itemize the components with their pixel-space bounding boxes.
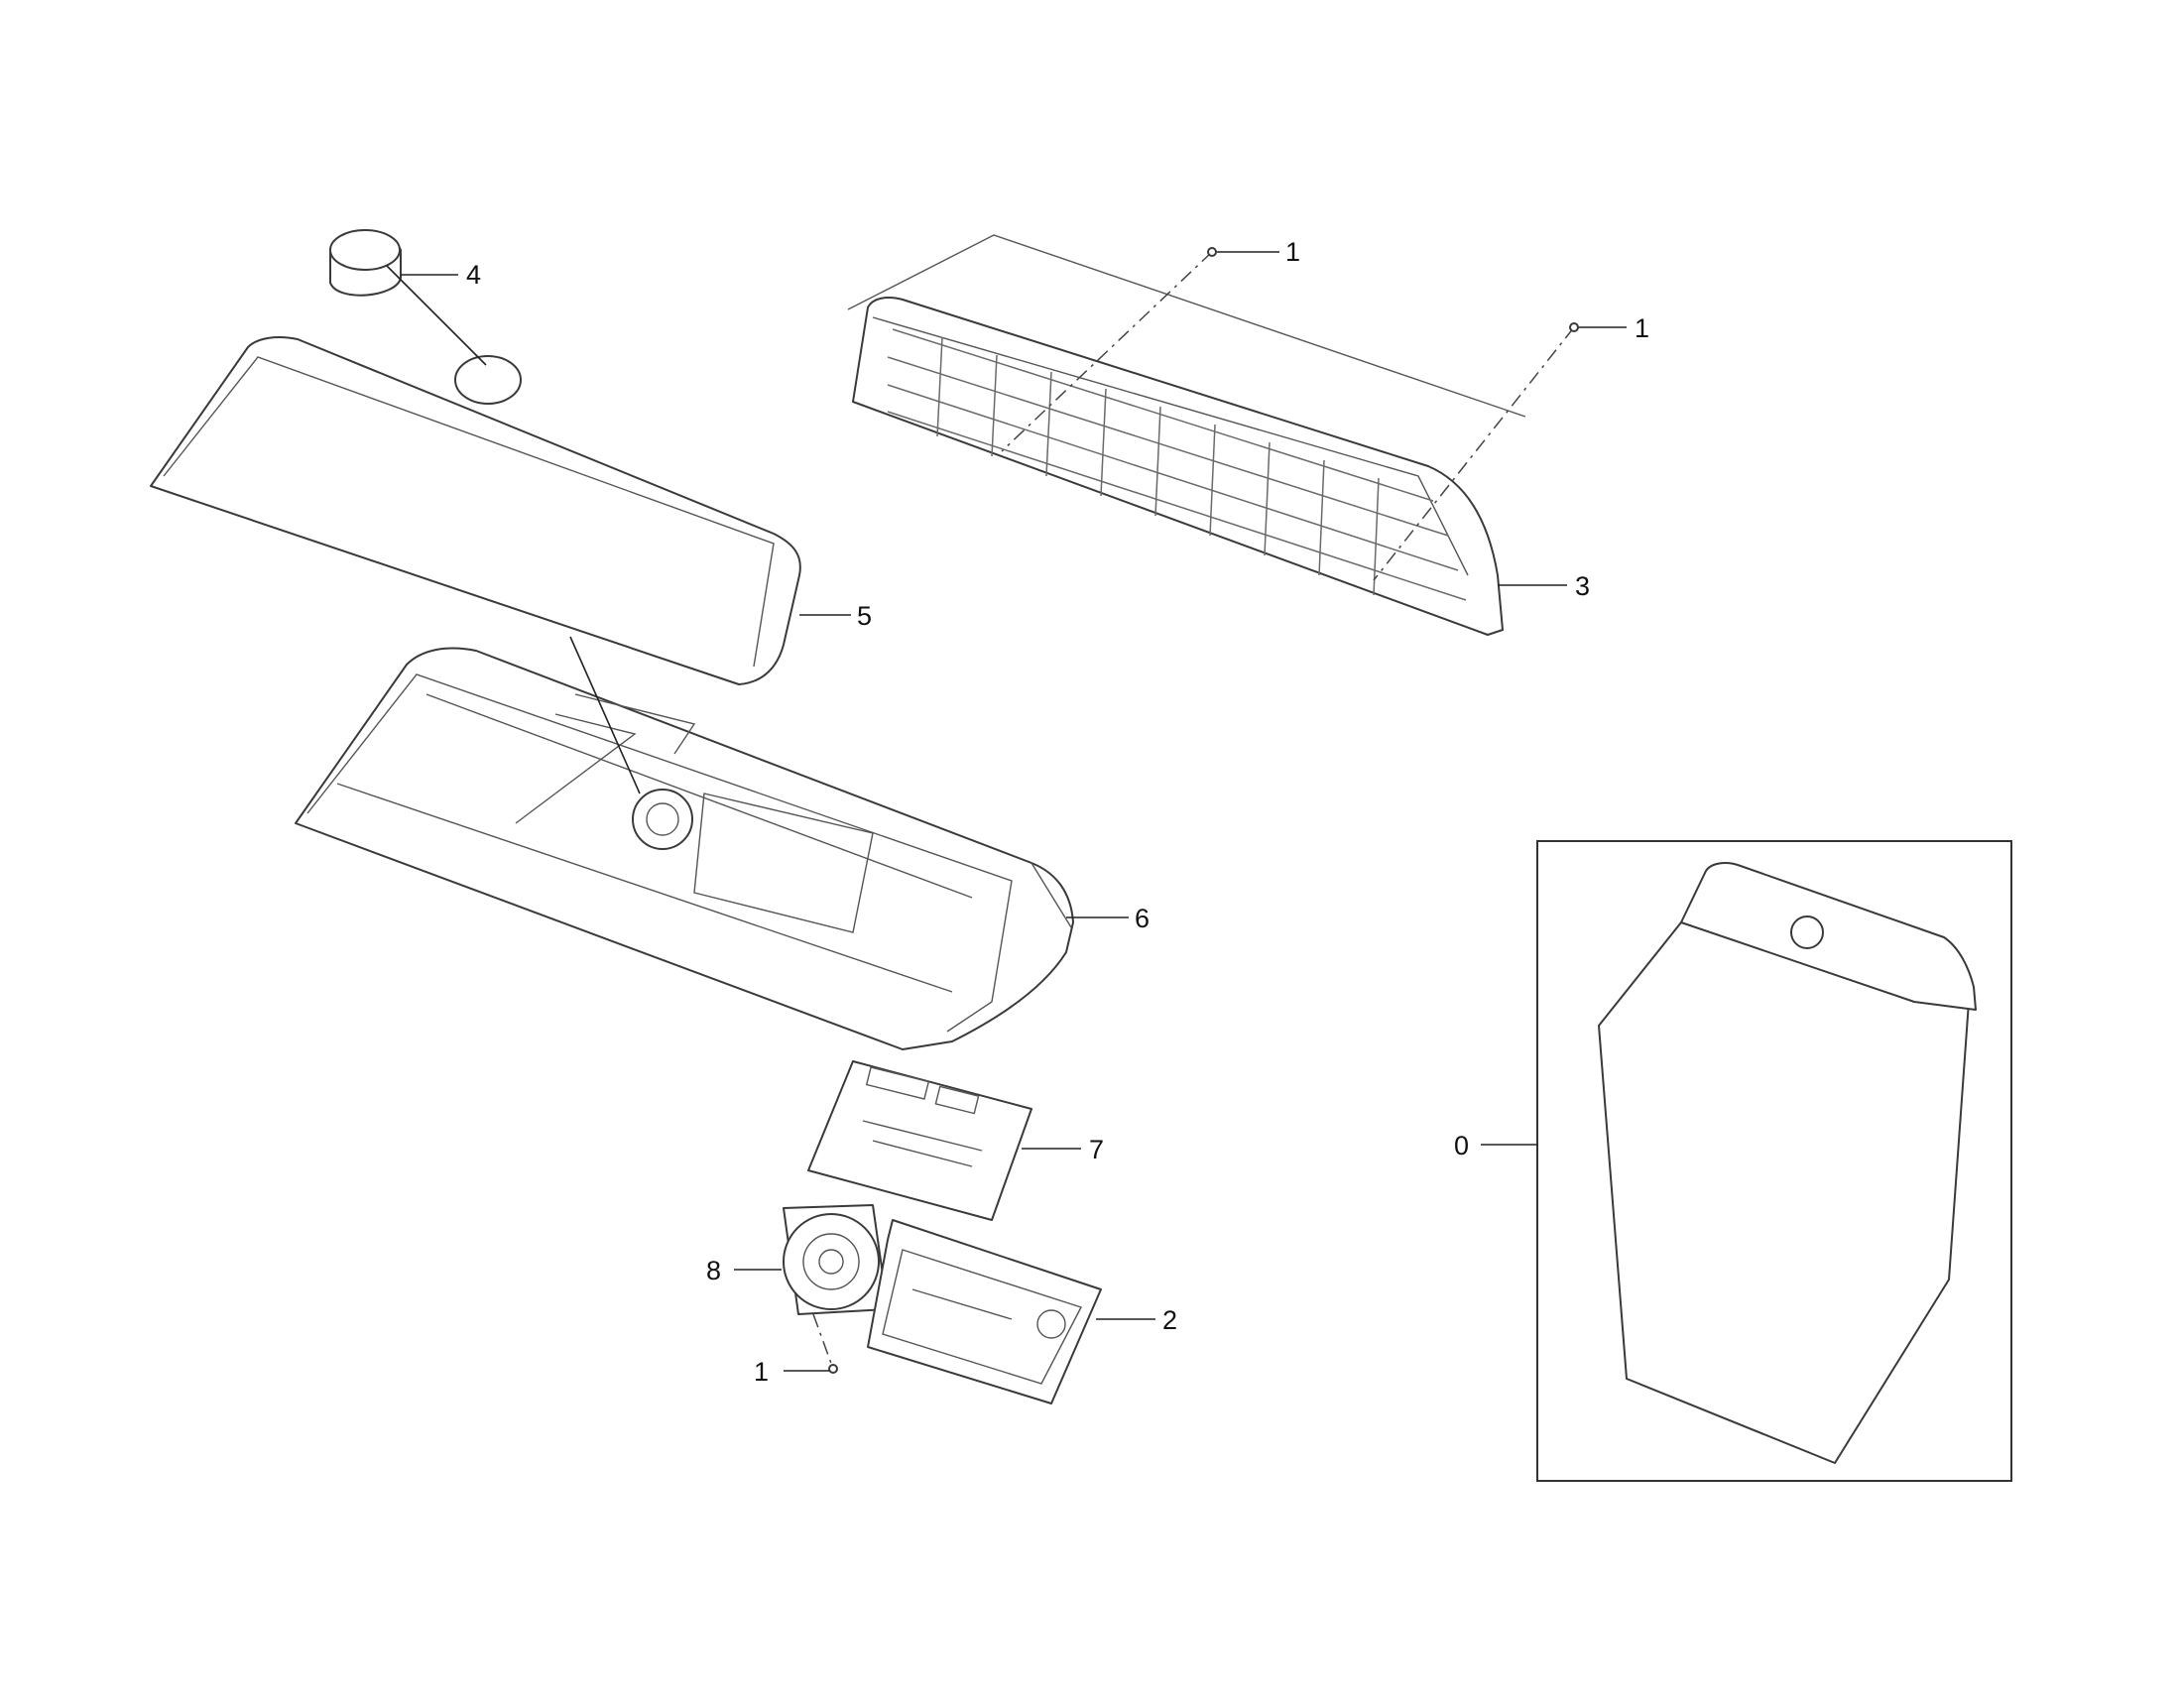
callout-label-1c: 1 [754, 1357, 769, 1387]
callout-label-7: 7 [1089, 1135, 1104, 1164]
callout-label-4: 4 [466, 260, 481, 290]
part-8-rotary-assembly [734, 1204, 889, 1374]
part-3-rear-frame [847, 234, 1627, 636]
callout-label-2: 2 [1162, 1305, 1177, 1335]
part-2-control-housing [867, 1219, 1155, 1404]
part-4-knob-cap [329, 229, 458, 297]
part-5-panel-cover [150, 265, 851, 685]
part-6-panel-frame [295, 636, 1129, 1050]
callout-label-0: 0 [1454, 1131, 1469, 1160]
part-7-display-pcb [807, 1060, 1081, 1221]
part-0-washer-assembly [1481, 840, 2012, 1482]
callout-label-5: 5 [857, 601, 872, 631]
callout-label-1b: 1 [1635, 313, 1649, 343]
callout-label-8: 8 [706, 1256, 721, 1285]
callout-label-6: 6 [1135, 904, 1150, 933]
callout-label-1a: 1 [1285, 237, 1300, 267]
callout-label-3: 3 [1575, 571, 1590, 601]
